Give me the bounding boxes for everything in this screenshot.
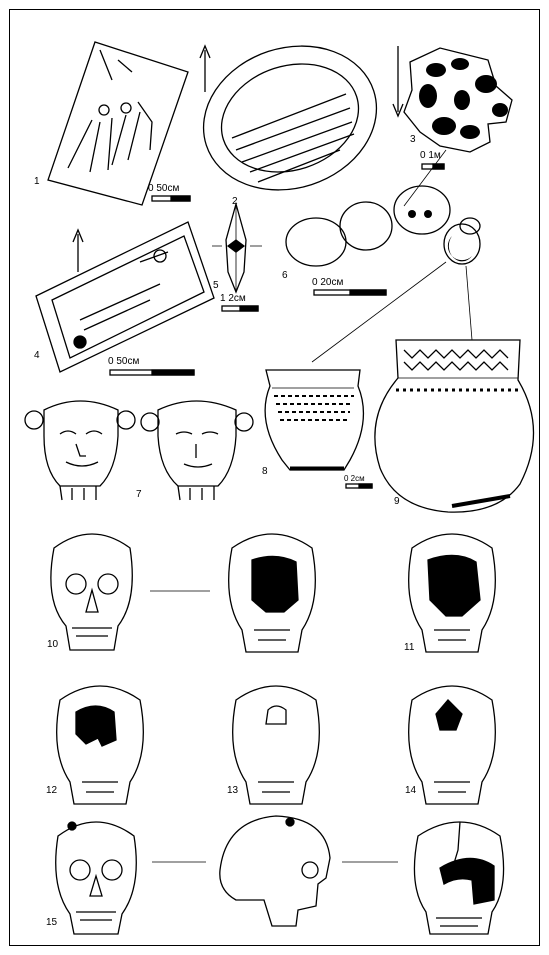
- burial-drawing-2: [202, 45, 378, 191]
- plate-frame: [9, 9, 540, 946]
- figure-number-9: 9: [394, 496, 400, 507]
- skull-drawing-15-rear: [413, 821, 505, 935]
- skull-drawing-13: [232, 685, 320, 805]
- figure-number-13: 13: [227, 785, 239, 796]
- burial-drawing-4: [35, 221, 215, 373]
- skull-drawing-15-profile: [219, 815, 331, 927]
- scale-label-4: 0 50см: [108, 356, 140, 367]
- skull-drawing-12: [56, 685, 144, 805]
- scale-label-1: 0 50см: [148, 183, 180, 194]
- scale-bar-icon: [345, 483, 373, 489]
- figure-number-7: 7: [136, 489, 142, 500]
- burial-drawing-1: [47, 41, 189, 206]
- figure-number-11: 11: [404, 642, 415, 653]
- scale-label-3: 0 1м: [420, 150, 441, 161]
- scale-bar-icon: [151, 195, 191, 202]
- figure-number-12: 12: [46, 785, 58, 796]
- figure-number-2: 2: [232, 196, 238, 207]
- scale-bar-icon: [313, 289, 387, 296]
- skull-drawing-trepanation-a: [228, 533, 316, 653]
- carved-heads-drawing-7: [24, 400, 254, 501]
- figure-number-4: 4: [34, 350, 40, 361]
- blade-drawing-5: [212, 201, 262, 294]
- figure-number-15: 15: [46, 917, 58, 928]
- north-arrow-icon: [392, 46, 404, 118]
- pot-drawing-9: [374, 339, 535, 513]
- scale-bar-icon: [421, 163, 445, 170]
- skulls-drawing-6: [285, 185, 481, 267]
- scale-label-6: 0 20см: [312, 277, 344, 288]
- figure-number-5: 5: [213, 280, 219, 291]
- figure-number-10: 10: [47, 639, 59, 650]
- skull-drawing-15: [55, 821, 137, 935]
- north-arrow-icon: [199, 44, 211, 92]
- figure-number-14: 14: [405, 785, 417, 796]
- skull-drawing-11: [408, 533, 496, 653]
- pot-drawing-8: [264, 369, 364, 471]
- skull-drawing-14: [408, 685, 496, 805]
- scale-label-5: 1 2см: [220, 293, 246, 304]
- figure-number-6: 6: [282, 270, 288, 281]
- scale-bar-icon: [109, 369, 195, 376]
- scale-bar-icon: [221, 305, 259, 312]
- figure-number-1: 1: [34, 176, 40, 187]
- figure-number-3: 3: [410, 134, 416, 145]
- north-arrow-icon: [72, 228, 84, 272]
- burial-drawing-3: [403, 47, 513, 153]
- figure-number-8: 8: [262, 466, 268, 477]
- scale-label-8: 0 2см: [344, 474, 365, 483]
- skull-drawing-10: [50, 533, 133, 651]
